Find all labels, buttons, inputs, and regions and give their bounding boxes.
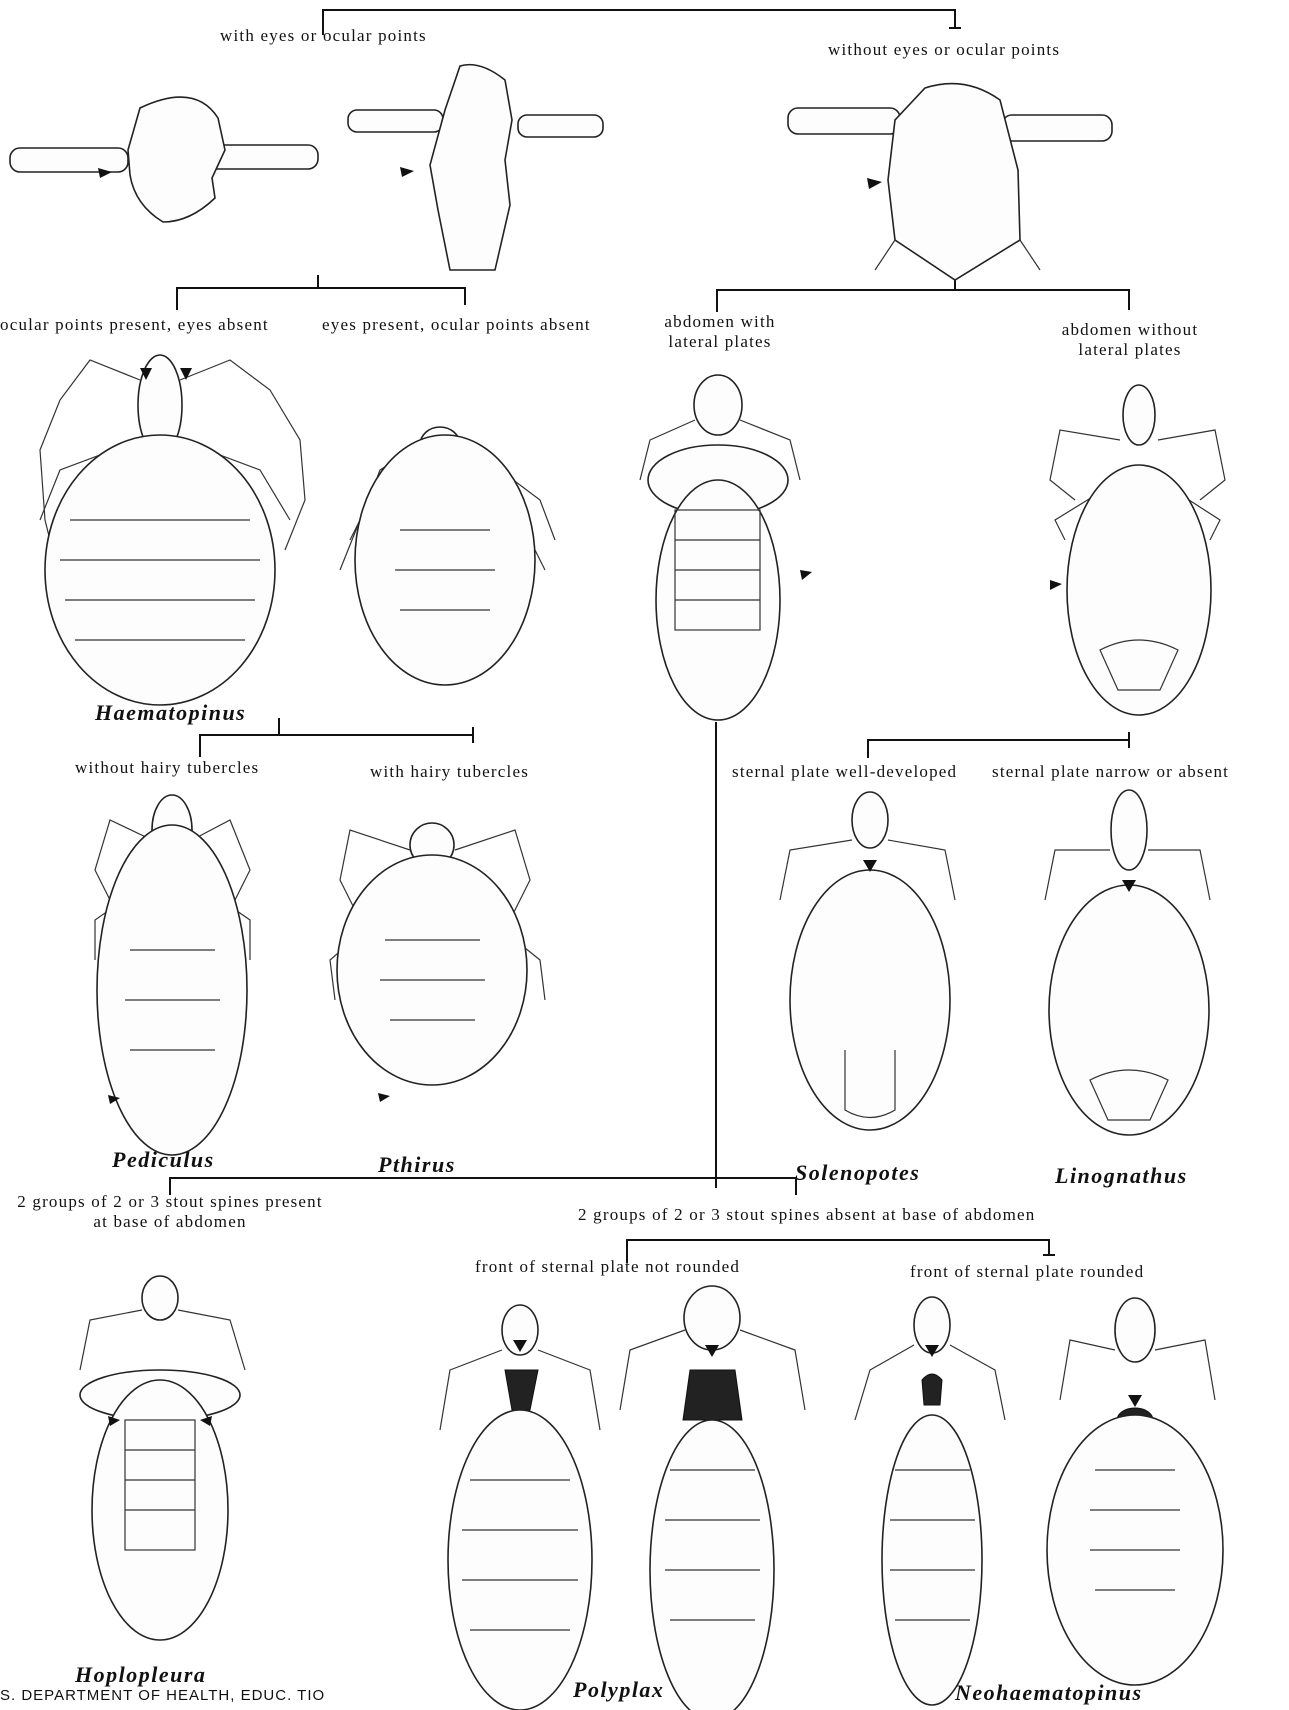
illustration-solenopotes <box>780 792 955 1130</box>
illustration-pediculus <box>95 795 250 1155</box>
genus-linognathus: Linognathus <box>1055 1163 1188 1189</box>
illustration-pediculus-pthirus-small <box>340 427 555 685</box>
genus-hoplopleura: Hoplopleura <box>75 1662 206 1688</box>
genus-polyplax: Polyplax <box>573 1677 664 1703</box>
label-ocular-points-present: ocular points present, eyes absent <box>0 315 269 335</box>
illustration-pthirus <box>330 823 545 1102</box>
genus-neohaematopinus: Neohaematopinus <box>955 1680 1143 1706</box>
genus-haematopinus: Haematopinus <box>95 700 246 726</box>
tubercle-bracket <box>200 735 473 757</box>
head-illustration-no-eyes <box>788 84 1112 280</box>
illustration-neohaematopinus-2 <box>1047 1298 1223 1685</box>
illustration-linognathus <box>1045 790 1210 1135</box>
illustration-neohaematopinus-1 <box>855 1297 1005 1705</box>
genus-solenopotes: Solenopotes <box>795 1160 920 1186</box>
label-with-eyes: with eyes or ocular points <box>220 26 427 46</box>
head-illustration-ocular-points <box>10 97 318 222</box>
label-abdomen-without-plates: abdomen without lateral plates <box>1055 320 1205 360</box>
department-credit: S. DEPARTMENT OF HEALTH, EDUC. TIO <box>0 1687 325 1704</box>
sternal-bracket <box>868 740 1129 758</box>
label-sternal-front-rounded: front of sternal plate rounded <box>910 1262 1144 1282</box>
genus-pediculus: Pediculus <box>112 1147 215 1173</box>
label-sternal-well-developed: sternal plate well-developed <box>732 762 957 782</box>
label-without-eyes: without eyes or ocular points <box>828 40 1060 60</box>
label-abdomen-with-plates: abdomen with lateral plates <box>660 312 780 352</box>
label-with-hairy-tubercles: with hairy tubercles <box>370 762 529 782</box>
abdomen-bracket <box>717 290 1129 312</box>
illustration-hoplopleura <box>80 1276 245 1640</box>
label-spines-absent: 2 groups of 2 or 3 stout spines absent a… <box>578 1205 1035 1225</box>
label-without-hairy-tubercles: without hairy tubercles <box>75 758 259 778</box>
label-sternal-front-not-rounded: front of sternal plate not rounded <box>475 1257 740 1277</box>
illustration-no-lateral-plates <box>1050 385 1225 715</box>
label-sternal-narrow: sternal plate narrow or absent <box>992 762 1229 782</box>
label-spines-present: 2 groups of 2 or 3 stout spines present … <box>15 1192 325 1232</box>
illustration-lateral-plates <box>640 375 812 720</box>
head-illustration-eyes <box>348 65 603 270</box>
genus-pthirus: Pthirus <box>378 1152 456 1178</box>
label-eyes-present: eyes present, ocular points absent <box>322 315 591 335</box>
illustration-haematopinus <box>40 355 305 705</box>
illustration-polyplax-1 <box>440 1305 600 1710</box>
eyes-bracket <box>177 288 465 310</box>
illustration-polyplax-2 <box>620 1286 805 1710</box>
